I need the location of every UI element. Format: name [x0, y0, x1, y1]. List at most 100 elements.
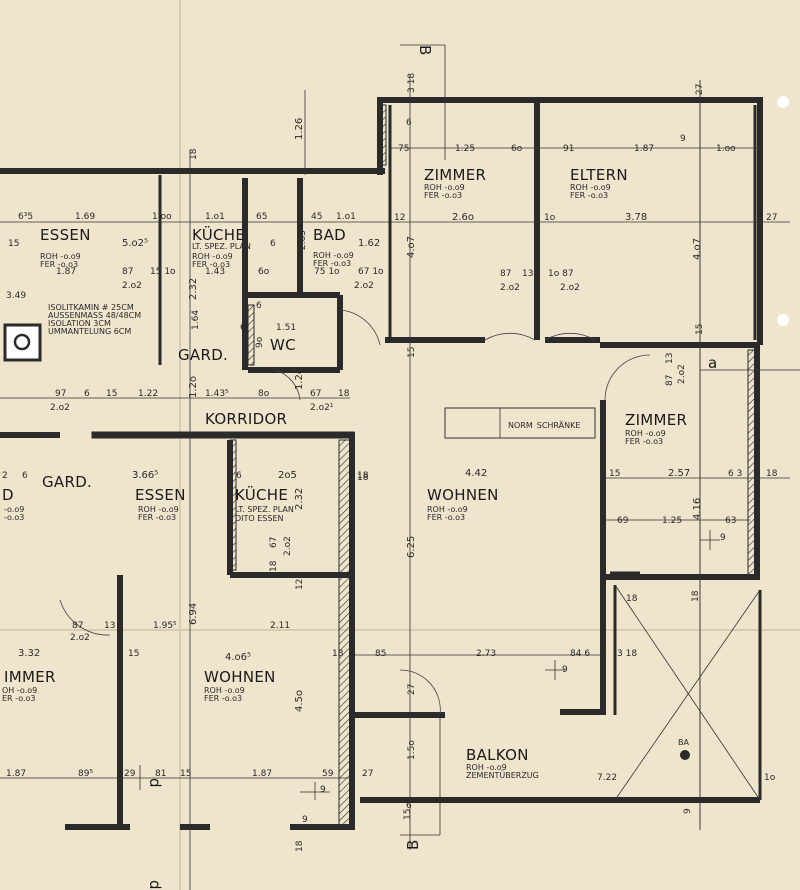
dim-k-8o: 8o: [258, 389, 270, 399]
dim-18-top: 18: [189, 148, 199, 160]
dim-wohnen-lower-height: 4.5o: [294, 690, 305, 712]
essen-lower-roh: ROH -o.o9: [138, 505, 179, 514]
dim-w-18: 18: [357, 473, 369, 483]
section-d-bottom: d: [146, 880, 164, 890]
dimension-texts: 1.26 18 3 18 27 75 1.25 6o 91 1.87 9 1.o…: [2, 73, 778, 852]
dim-w-15o: 1.5o: [407, 740, 417, 760]
dim-w-85: 85: [375, 649, 386, 659]
room-gard-lower: GARD.: [42, 473, 92, 491]
bad-roh: ROH -o.o9: [313, 251, 354, 260]
dim-l-18c: 18: [332, 649, 344, 659]
dim-e-12ob: 1.2o: [294, 368, 305, 390]
kueche-top-fer: FER -o.o3: [192, 260, 230, 269]
balkon-roh: ROH -o.o9: [466, 763, 507, 772]
room-kueche-lower: KÜCHE: [235, 485, 288, 504]
dim-r-1o: 1o: [764, 773, 776, 783]
kueche-top-roh: ROH -o.o9: [192, 252, 233, 261]
eltern-width: 3.78: [625, 212, 647, 223]
dim-r-125: 1.25: [662, 516, 682, 526]
zimmer-lower-roh: OH -o.o9: [2, 686, 37, 695]
kueche-lower-note2: DITO ESSEN: [235, 514, 284, 523]
dim-l-6: 6: [22, 471, 28, 481]
zimmer-lower-width: 3.32: [18, 648, 40, 659]
dim-e-45: 45: [311, 212, 322, 222]
dim-r-18: 18: [766, 469, 778, 479]
dim-l-694: 6.94: [188, 603, 199, 625]
dim-e-232: 2.32: [188, 278, 199, 300]
section-d-left: d: [146, 778, 164, 788]
wohnen-main-roh: ROH -o.o9: [427, 505, 468, 514]
dim-l-59: 59: [322, 769, 334, 779]
essen-top-width: 1.87: [56, 267, 76, 277]
dim-z-1o: 1o: [544, 213, 556, 223]
section-b-top: B: [416, 45, 434, 56]
drain-icon: [680, 750, 690, 760]
dim-w-15: 15: [407, 347, 417, 358]
dim-e-2o3: 2.o3: [298, 230, 308, 250]
dim-l-18b: 18: [269, 560, 279, 572]
chimney-note-3: ISOLATION 3CM: [48, 319, 111, 328]
chimney-note-1: ISOLITKAMIN # 25CM: [48, 303, 134, 312]
dimension-lines: [0, 75, 790, 890]
room-korridor: KORRIDOR: [205, 410, 287, 428]
dim-l-18d: 18: [295, 840, 305, 852]
room-wc: WC: [270, 336, 296, 354]
section-markers: [139, 44, 800, 836]
dim-zimmer-right-height: 4.16: [692, 498, 703, 520]
zimmer-top-width: 2.6o: [452, 212, 474, 223]
dim-k-1435: 1.43⁵: [205, 389, 229, 399]
essen-lower-area: 3.66⁵: [132, 470, 158, 481]
dim-l-895: 89⁵: [78, 769, 93, 779]
dim-l-9: 9: [320, 785, 326, 795]
dim-w-846: 84 6: [570, 649, 590, 659]
dim-e-15a: 15: [8, 239, 19, 249]
bad-area: 1.62: [358, 238, 380, 249]
dim-l-15: 15: [128, 649, 139, 659]
dim-l-211: 2.11: [270, 621, 290, 631]
dim-l-13: 13: [104, 621, 115, 631]
dim-e-6b: 6: [256, 301, 262, 311]
chimney-flue-icon: [13, 333, 31, 351]
partial-d-roh: -o.o9: [4, 505, 24, 514]
eltern-fer: FER -o.o3: [570, 191, 608, 200]
dim-r-87: 87: [665, 375, 675, 386]
room-zimmer-right: ZIMMER: [625, 411, 687, 429]
dim-w-273: 2.73: [476, 649, 496, 659]
section-a-right: a: [708, 354, 718, 372]
room-eltern: ELTERN: [570, 166, 628, 184]
dim-zimmer-top-height: 4.o7: [406, 236, 417, 258]
room-partial-d: D: [2, 486, 14, 504]
dim-z-6: 6: [406, 118, 412, 128]
dim-e-12o: 1.2o: [188, 376, 199, 398]
room-labels: ZIMMER ROH -o.o9 FER -o.o3 2.6o ELTERN R…: [2, 166, 690, 783]
dim-l-187: 1.87: [6, 769, 26, 779]
dim-w-27: 27: [407, 684, 417, 695]
essen-lower-fer: FER -o.o3: [138, 513, 176, 522]
dim-r-13: 13: [665, 353, 675, 364]
dim-e-164: 1.64: [191, 310, 201, 330]
dim-e-349: 3.49: [6, 291, 26, 301]
dim-r-18b: 18: [626, 594, 638, 604]
dim-e-169: 1.69: [75, 212, 95, 222]
dim-l-2o2b: 2.o2: [70, 633, 90, 643]
dim-e-151o: 15 1o: [150, 267, 176, 277]
room-zimmer-lower: IMMER: [4, 668, 56, 686]
dim-k-67: 67: [310, 389, 321, 399]
dim-z-13a: 13: [522, 269, 533, 279]
dim-r-63b: 63: [725, 516, 736, 526]
kueche-top-note: LT. SPEZ. PLAN: [192, 242, 251, 251]
dim-r-15: 15: [609, 469, 620, 479]
dim-z-87a: 87: [500, 269, 511, 279]
room-essen-top: ESSEN: [40, 226, 91, 244]
dim-e-1o1: 1.o1: [205, 212, 225, 222]
dim-l-81: 81: [155, 769, 166, 779]
dim-k-2o2: 2.o2: [50, 403, 70, 413]
balkon-zement: ZEMENTÜBERZUG: [466, 770, 539, 780]
dim-k-15: 15: [106, 389, 117, 399]
binder-hole-1: [777, 96, 789, 108]
dim-l-87: 87: [72, 621, 83, 631]
dim-e-6c: 6: [240, 323, 246, 333]
dim-l-18: 18: [357, 471, 369, 481]
